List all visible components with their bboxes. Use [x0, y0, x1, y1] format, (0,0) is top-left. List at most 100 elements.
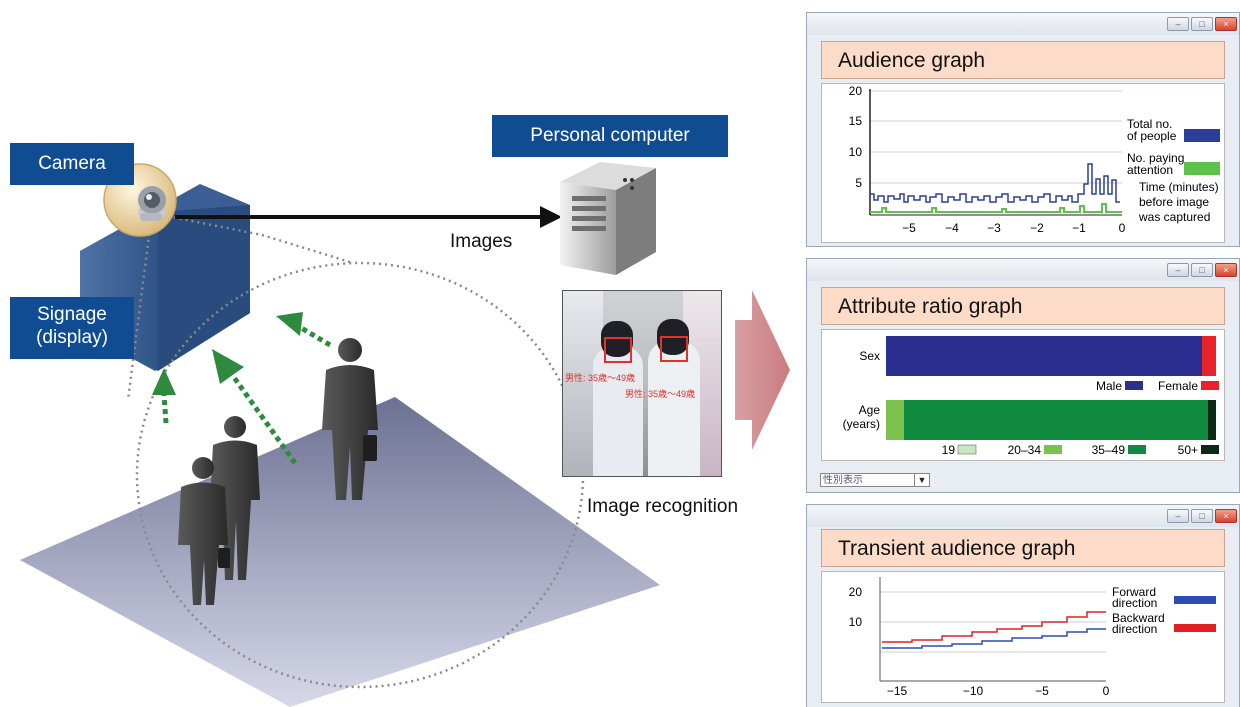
sex-row-label: Sex [859, 349, 880, 363]
legend-attention-line2: attention [1127, 163, 1173, 177]
attention-series [870, 203, 1122, 213]
audience-graph-panel: 20 15 10 5 −5 −4 −3 −2 −1 0 Total no. of… [821, 83, 1225, 243]
legend-attention-line1: No. paying [1127, 151, 1184, 165]
x-axis-label-line2: before image [1139, 195, 1209, 209]
male-bar [886, 336, 1202, 376]
signage-label-line2: (display) [36, 327, 108, 348]
x-tick-label: −4 [945, 221, 959, 235]
legend-total-line2: of people [1127, 129, 1177, 143]
legend-female: Female [1158, 379, 1198, 393]
images-arrow-head [540, 206, 562, 228]
signage-label-line1: Signage [37, 304, 107, 325]
female-bar [1202, 336, 1216, 376]
attribute-ratio-window: – □ × Attribute ratio graph Sex Male Fem… [806, 258, 1240, 493]
age-row-label-line1: Age [859, 403, 881, 417]
y-tick-label: 20 [849, 84, 863, 98]
legend-attention-swatch [1184, 162, 1220, 175]
close-icon[interactable]: × [1215, 509, 1237, 523]
x-tick-label: 0 [1103, 684, 1110, 698]
person-silhouette [322, 338, 378, 500]
x-tick-label: 0 [1119, 221, 1126, 235]
face-attribute-label: 男性: 35歳～49歳 [565, 373, 636, 383]
attribute-chart: Sex Male Female Age (years) 19 20–34 35–… [843, 336, 1219, 457]
attribute-ratio-title: Attribute ratio graph [821, 287, 1225, 325]
close-icon[interactable]: × [1215, 17, 1237, 31]
minimize-icon[interactable]: – [1167, 509, 1189, 523]
legend-age-20-34: 20–34 [1008, 443, 1042, 457]
legend-male-swatch [1125, 381, 1143, 390]
legend-forward-swatch [1174, 596, 1216, 604]
legend-age-50-swatch [1201, 445, 1219, 454]
minimize-icon[interactable]: – [1167, 17, 1189, 31]
transient-chart: 20 10 −15 −10 −5 0 Forward direction Bac… [849, 577, 1216, 698]
transient-audience-window: – □ × Transient audience graph 20 10 −15… [806, 504, 1240, 707]
server-icon [560, 162, 656, 275]
x-tick-label: −10 [963, 684, 984, 698]
images-label: Images [450, 231, 513, 252]
forward-direction-series [882, 628, 1106, 649]
y-tick-label: 20 [849, 585, 863, 599]
legend-female-swatch [1201, 381, 1219, 390]
person-silhouette [210, 416, 260, 580]
movement-arrows [161, 323, 332, 465]
signage-label: Signage (display) [10, 297, 134, 359]
recognition-photo: 男性: 35歳～49歳 男性: 35歳～49歳 [562, 290, 722, 477]
legend-age-35-49: 35–49 [1092, 443, 1126, 457]
age-20-34-bar [886, 400, 904, 440]
y-tick-label: 10 [849, 145, 863, 159]
audience-graph-window: – □ × Audience graph 20 15 10 5 −5 −4 −3… [806, 12, 1240, 247]
window-titlebar: – □ × [807, 505, 1239, 527]
legend-age-20-34-swatch [1044, 445, 1062, 454]
legend-age-19: 19 [942, 443, 956, 457]
display-mode-select[interactable]: 性別表示 ▼ [820, 473, 930, 487]
view-line [261, 233, 351, 264]
close-icon[interactable]: × [1215, 263, 1237, 277]
x-tick-label: −5 [902, 221, 916, 235]
x-tick-label: −1 [1072, 221, 1086, 235]
chevron-down-icon[interactable]: ▼ [914, 474, 929, 486]
scene-illustration [20, 162, 790, 707]
age-50-bar [1208, 400, 1216, 440]
x-tick-label: −5 [1035, 684, 1049, 698]
webcam-icon [103, 163, 177, 237]
camera-label: Camera [10, 143, 134, 185]
legend-backward-swatch [1174, 624, 1216, 632]
audience-chart: 20 15 10 5 −5 −4 −3 −2 −1 0 Total no. of… [849, 84, 1220, 235]
x-axis-label-line1: Time (minutes) [1139, 180, 1219, 194]
maximize-icon[interactable]: □ [1191, 17, 1213, 31]
x-axis-label-line3: was captured [1138, 210, 1210, 224]
x-tick-label: −15 [887, 684, 908, 698]
legend-forward-line2: direction [1112, 596, 1157, 610]
legend-age-50: 50+ [1178, 443, 1198, 457]
window-titlebar: – □ × [807, 259, 1239, 281]
legend-age-35-49-swatch [1128, 445, 1146, 454]
y-tick-label: 15 [849, 114, 863, 128]
legend-male: Male [1096, 379, 1122, 393]
legend-age-19-swatch [957, 444, 977, 455]
maximize-icon[interactable]: □ [1191, 509, 1213, 523]
maximize-icon[interactable]: □ [1191, 263, 1213, 277]
y-tick-label: 10 [849, 615, 863, 629]
legend-backward-line2: direction [1112, 622, 1157, 636]
view-line [126, 227, 152, 401]
display-mode-value: 性別表示 [823, 475, 863, 486]
transient-audience-panel: 20 10 −15 −10 −5 0 Forward direction Bac… [821, 571, 1225, 703]
person-silhouette [178, 457, 228, 605]
view-line [161, 213, 263, 237]
image-recognition-label: Image recognition [587, 496, 739, 517]
x-tick-label: −2 [1030, 221, 1044, 235]
face-attribute-label: 男性: 35歳～49歳 [625, 389, 696, 399]
x-tick-label: −3 [987, 221, 1001, 235]
age-row-label-line2: (years) [843, 417, 880, 431]
movement-arrow-heads [152, 312, 303, 395]
total-people-series [870, 163, 1120, 203]
age-35-49-bar [904, 400, 1208, 440]
backward-direction-series [882, 611, 1106, 643]
minimize-icon[interactable]: – [1167, 263, 1189, 277]
pc-label: Personal computer [492, 115, 728, 157]
window-titlebar: – □ × [807, 13, 1239, 35]
floor-plane [20, 397, 660, 707]
audience-graph-title: Audience graph [821, 41, 1225, 79]
y-tick-label: 5 [855, 176, 862, 190]
flow-arrow [735, 290, 790, 450]
